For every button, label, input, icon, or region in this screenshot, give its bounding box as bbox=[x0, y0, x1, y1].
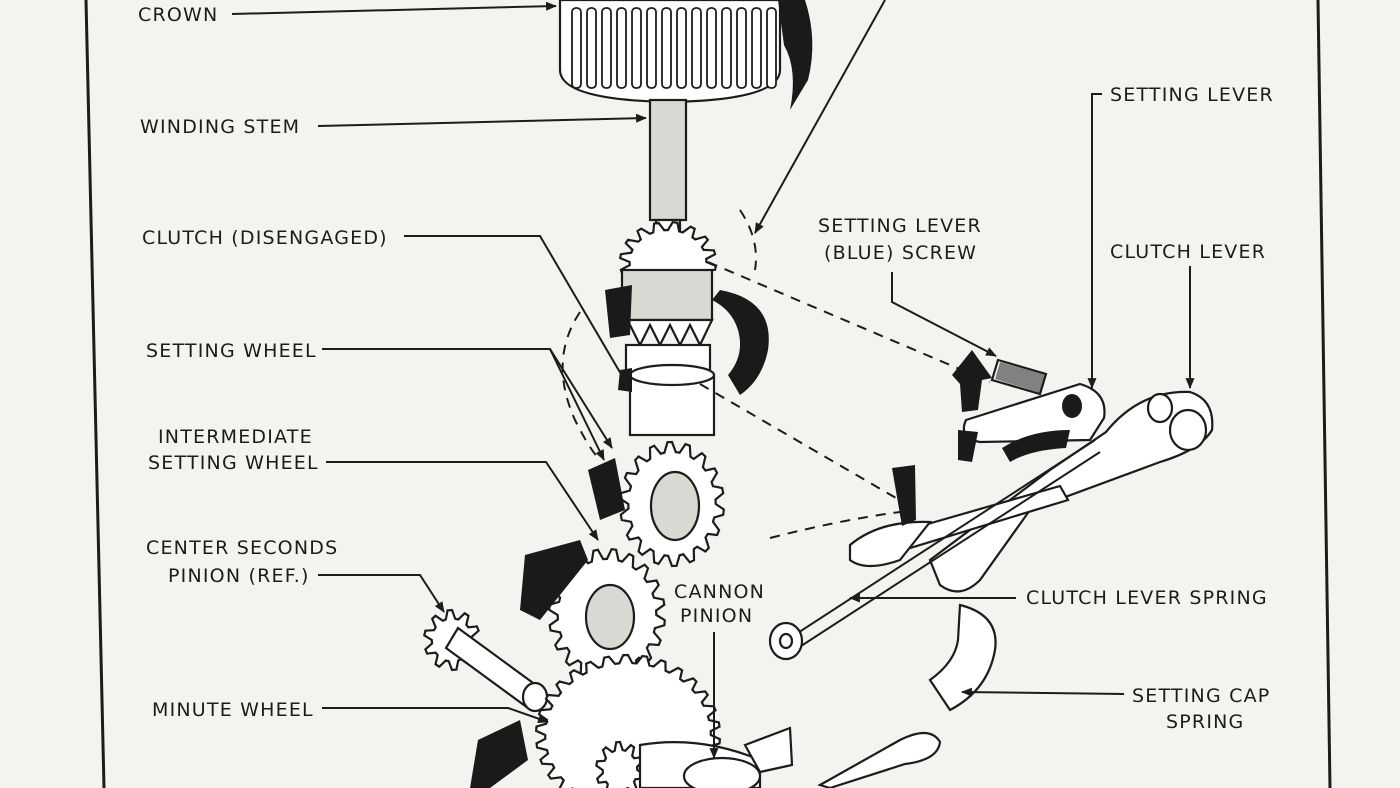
crown-rib bbox=[676, 7, 687, 89]
page-frame bbox=[84, 0, 1332, 788]
crown-rib bbox=[646, 7, 657, 89]
label-clutch-lever: CLUTCH LEVER bbox=[1110, 241, 1266, 263]
label-setting-wheel: SETTING WHEEL bbox=[146, 340, 317, 362]
small-pinion-part bbox=[595, 740, 645, 788]
crown-rib bbox=[601, 7, 612, 89]
label-setting-lever-screw-line2: (BLUE) SCREW bbox=[824, 242, 977, 264]
crown-rib bbox=[616, 7, 627, 89]
label-center-seconds-line1: CENTER SECONDS bbox=[146, 537, 338, 559]
label-crown: CROWN bbox=[138, 4, 218, 26]
clutch-lever-spring-part bbox=[768, 439, 1101, 661]
setting-lever-part bbox=[952, 350, 1106, 462]
crown-rib bbox=[766, 7, 777, 89]
crown-rib bbox=[631, 7, 642, 89]
cannon-pinion-part bbox=[638, 726, 794, 788]
clutch-part bbox=[617, 221, 718, 437]
lower-setting-wheel-part bbox=[520, 540, 666, 682]
setting-cap-spring-part bbox=[817, 603, 997, 788]
label-setting-cap-line1: SETTING CAP bbox=[1132, 685, 1270, 707]
label-cannon-line2: PINION bbox=[680, 605, 753, 627]
winding-stem-part bbox=[648, 98, 688, 252]
center-seconds-pinion-part bbox=[423, 608, 549, 713]
label-setting-cap-line2: SPRING bbox=[1166, 711, 1244, 733]
label-cannon-line1: CANNON bbox=[674, 581, 765, 603]
part-labels: CROWN WINDING STEM CLUTCH (DISENGAGED) S… bbox=[138, 4, 1274, 733]
label-clutch-lever-spring: CLUTCH LEVER SPRING bbox=[1026, 587, 1268, 609]
label-intermediate-line1: INTERMEDIATE bbox=[158, 426, 313, 448]
crown-rib bbox=[706, 7, 717, 89]
crown-part bbox=[558, 0, 813, 110]
label-setting-lever: SETTING LEVER bbox=[1110, 84, 1274, 106]
label-winding-stem: WINDING STEM bbox=[140, 116, 300, 138]
crown-rib bbox=[691, 7, 702, 89]
crown-rib bbox=[751, 7, 762, 89]
intermediate-setting-wheel-part bbox=[588, 440, 725, 568]
crown-rib bbox=[571, 7, 582, 89]
mechanism-illustration bbox=[423, 0, 1214, 788]
label-setting-lever-screw-line1: SETTING LEVER bbox=[818, 215, 982, 237]
label-intermediate-line2: SETTING WHEEL bbox=[148, 452, 319, 474]
crown-rib bbox=[586, 7, 597, 89]
leader-lines bbox=[231, 1, 1195, 759]
crown-rib bbox=[661, 7, 672, 89]
label-clutch-disengaged: CLUTCH (DISENGAGED) bbox=[142, 227, 388, 249]
label-minute-wheel: MINUTE WHEEL bbox=[152, 699, 314, 721]
crown-rib bbox=[721, 7, 732, 89]
label-center-seconds-line2: PINION (REF.) bbox=[168, 565, 310, 587]
crown-rib bbox=[736, 7, 747, 89]
